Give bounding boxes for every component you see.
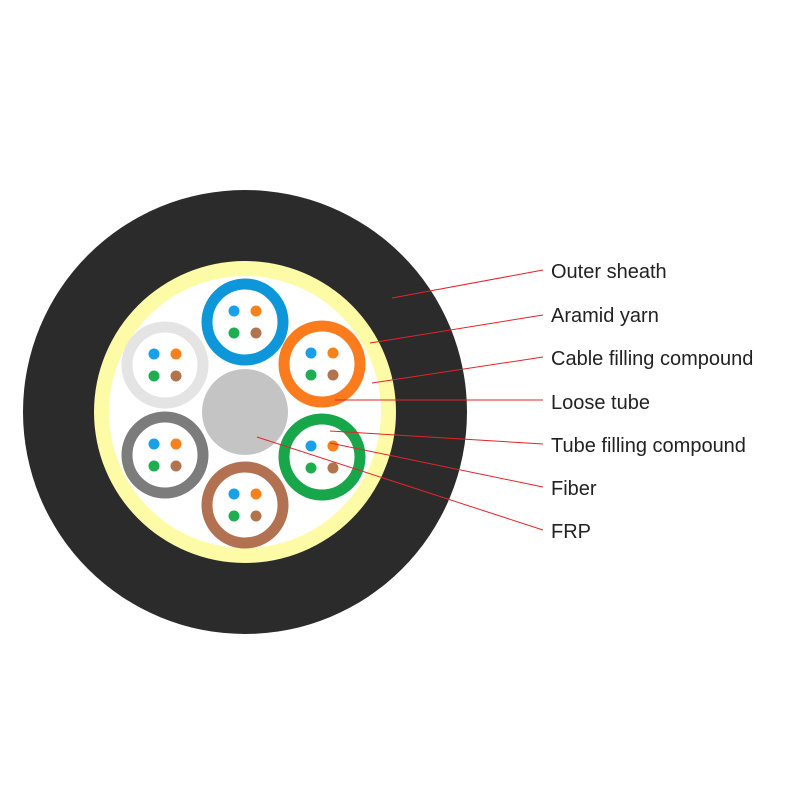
fiber-1	[148, 348, 160, 360]
tube-ring	[278, 413, 366, 501]
leader-line-6	[329, 442, 544, 488]
leader-line-5	[329, 430, 544, 445]
label-cable-filling-compound: Cable filling compound	[551, 348, 753, 370]
fiber-3	[228, 327, 240, 339]
label-aramid-yarn: Aramid yarn	[551, 305, 659, 327]
fiber-4	[250, 510, 262, 522]
loose-tube-blue	[201, 278, 289, 366]
fiber-2	[250, 305, 262, 317]
fiber-2	[170, 348, 182, 360]
loose-tubes	[121, 278, 366, 549]
tube-ring	[121, 411, 209, 499]
leader-lines	[256, 269, 544, 531]
callout-labels: Outer sheath Aramid yarn Cable filling c…	[551, 261, 753, 543]
tube-ring	[278, 320, 366, 408]
label-fiber: Fiber	[551, 478, 597, 500]
loose-tube-gray	[121, 411, 209, 499]
tube-ring	[121, 321, 209, 409]
label-loose-tube: Loose tube	[551, 392, 650, 414]
fiber-2	[327, 347, 339, 359]
leader-line-3	[371, 356, 544, 384]
fiber-3	[305, 369, 317, 381]
loose-tube-brown	[201, 461, 289, 549]
label-frp: FRP	[551, 521, 591, 543]
fiber-3	[305, 462, 317, 474]
label-outer-sheath: Outer sheath	[551, 261, 667, 283]
loose-tube-green	[278, 413, 366, 501]
fiber-1	[228, 488, 240, 500]
fiber-2	[170, 438, 182, 450]
leader-line-7	[256, 436, 544, 531]
fiber-4	[250, 327, 262, 339]
leader-line-1	[391, 269, 544, 299]
fiber-4	[170, 370, 182, 382]
fiber-4	[170, 460, 182, 472]
leader-line-2	[369, 314, 544, 344]
fiber-2	[250, 488, 262, 500]
fiber-1	[228, 305, 240, 317]
fiber-2	[327, 440, 339, 452]
fiber-3	[148, 370, 160, 382]
fiber-1	[148, 438, 160, 450]
loose-tube-orange	[278, 320, 366, 408]
fiber-1	[305, 440, 317, 452]
label-tube-filling-compound: Tube filling compound	[551, 435, 746, 457]
fiber-4	[327, 462, 339, 474]
fiber-3	[228, 510, 240, 522]
frp-strength-member	[202, 369, 288, 455]
tube-ring	[201, 461, 289, 549]
fiber-1	[305, 347, 317, 359]
fiber-4	[327, 369, 339, 381]
loose-tube-white	[121, 321, 209, 409]
tube-ring	[201, 278, 289, 366]
fiber-3	[148, 460, 160, 472]
